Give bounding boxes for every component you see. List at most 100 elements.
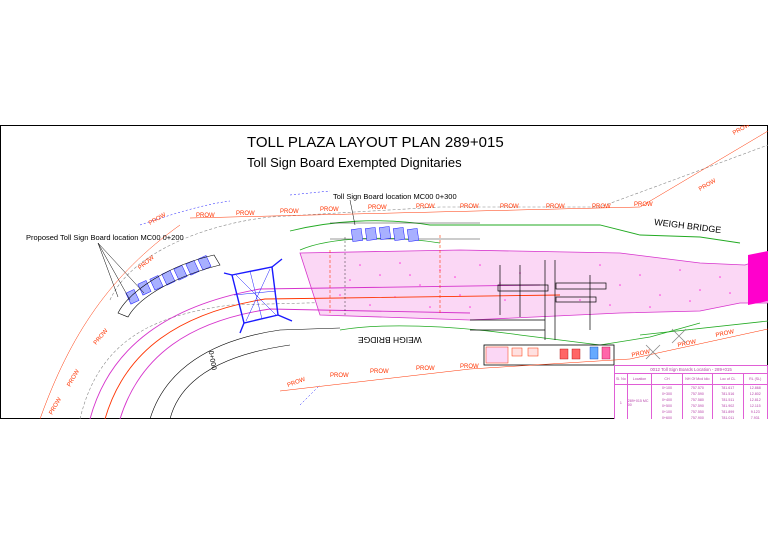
blue-interchange xyxy=(223,258,293,334)
carriageway-edge-inner xyxy=(119,308,471,419)
table-cell: 0+500 xyxy=(661,404,673,408)
leader-line-1 xyxy=(97,242,131,301)
drain-line-3 xyxy=(299,384,321,406)
road-end-block xyxy=(748,251,768,305)
table-header-cell: RL (SL) xyxy=(749,377,762,381)
road-curb-line xyxy=(149,327,341,419)
table-cell: 12.802 xyxy=(749,392,761,396)
table-cell: 7.931 xyxy=(750,416,760,419)
drain-line-1 xyxy=(139,200,231,226)
table-cell: 781.011 xyxy=(721,416,735,419)
sign-board-cluster-300 xyxy=(350,226,420,242)
table-cell-location: 289+015 MC 00 xyxy=(628,385,653,419)
prow-label: PROW xyxy=(287,377,307,389)
table-cell: 12.115 xyxy=(749,404,761,408)
green-line-right xyxy=(639,320,768,336)
table-title: 0012 Toll Sign Boards Location - 289+015 xyxy=(615,366,767,374)
row-boundary-top xyxy=(109,144,768,301)
prow-label: PROW xyxy=(280,209,299,215)
drawing-sheet: PROW PROW PROW PROW PROW PROW PROW PROW … xyxy=(0,125,768,419)
hatch-dots xyxy=(339,262,731,308)
prow-label: PROW xyxy=(330,373,349,379)
prow-label: PROW xyxy=(500,204,519,210)
table-cell: 0+100 xyxy=(661,386,673,390)
prow-label: PROW xyxy=(460,204,479,210)
prow-label: PROW xyxy=(236,211,255,217)
green-line-top xyxy=(289,220,741,244)
green-line-bottom xyxy=(339,322,701,346)
prow-label: PROW xyxy=(368,205,387,211)
sign-board-outline-left xyxy=(117,254,221,318)
prow-label: PROW xyxy=(698,178,717,193)
table-column-loc: 781.617 781.516 781.511 781.902 781.899 781.0… xyxy=(713,385,744,419)
board-300-label: Toll Sign Board location MC00 0+300 xyxy=(333,192,457,201)
prow-label: PROW xyxy=(460,364,479,370)
tree-markers xyxy=(645,328,687,360)
proposed-board-label: Proposed Toll Sign Board location MC00 0… xyxy=(26,233,184,242)
table-cell: 781.617 xyxy=(721,386,735,390)
prow-line-top xyxy=(189,130,768,219)
prow-label: PROW xyxy=(631,349,651,359)
weigh-bridge-label-mirrored: WEIGH BRIDGE xyxy=(358,335,422,345)
table-cell: 757.900 xyxy=(690,416,704,419)
prow-label: PROW xyxy=(67,369,82,388)
table-cell: 9.123 xyxy=(750,410,760,414)
prow-label: PROW xyxy=(93,328,110,346)
page-subtitle: Toll Sign Board Exempted Dignitaries xyxy=(247,155,462,170)
table-header-cell: Location xyxy=(628,374,653,384)
table-cell: 781.902 xyxy=(721,404,735,408)
table-cell: 781.899 xyxy=(721,410,735,414)
table-column-ch: 0+100 0+300 0+400 0+500 0+100 0+600 xyxy=(652,385,683,419)
road-curb-line-2 xyxy=(169,344,291,419)
table-cell: 757.570 xyxy=(690,386,704,390)
table-cell: 1 xyxy=(619,401,622,405)
table-header-cell: Sl. No xyxy=(615,374,628,384)
prow-label: PROW xyxy=(546,204,565,210)
table-cell: 0+100 xyxy=(661,410,673,414)
centre-line xyxy=(104,294,561,419)
leader-line-3 xyxy=(97,242,145,294)
prow-line-bottom xyxy=(279,328,768,392)
table-cell: 0+400 xyxy=(661,398,673,402)
toll-lanes xyxy=(470,260,607,340)
prow-label: PROW xyxy=(49,397,64,416)
table-cell: 289+015 MC 00 xyxy=(627,399,649,407)
table-cell: 757.580 xyxy=(690,398,704,402)
prow-label: PROW xyxy=(416,366,435,372)
prow-label: PROW xyxy=(370,369,389,375)
leader-line-2 xyxy=(97,242,119,298)
table-column-nh: 757.570 757.590 757.580 757.590 757.550 757.9… xyxy=(683,385,714,419)
page-title: TOLL PLAZA LAYOUT PLAN 289+015 xyxy=(247,134,504,151)
table-cell: 781.516 xyxy=(721,392,735,396)
table-header-cell: CH xyxy=(652,374,683,384)
table-column-rl: 12.868 12.802 12.812 12.115 9.123 7.931 xyxy=(744,385,768,419)
carriageway-edge-outer xyxy=(89,284,541,419)
prow-label: PROW xyxy=(732,125,751,137)
drain-line-2 xyxy=(289,190,331,196)
table-cell: 757.590 xyxy=(690,404,704,408)
prow-label: PROW xyxy=(592,204,611,210)
prow-label: PROW xyxy=(148,212,167,227)
prow-line-left xyxy=(39,224,181,419)
table-cell: 0+600 xyxy=(661,416,673,419)
prow-label: PROW xyxy=(416,204,435,210)
table-cell-slno: 1 xyxy=(615,385,628,419)
prow-label: PROW xyxy=(677,339,697,349)
layout-drawing: PROW PROW PROW PROW PROW PROW PROW PROW … xyxy=(0,125,768,419)
prow-label: PROW xyxy=(320,207,339,213)
table-header-cell: NH Of Mcd kilo xyxy=(683,374,714,384)
leader-line-4 xyxy=(349,199,356,226)
table-cell: 757.550 xyxy=(690,410,704,414)
table-cell: 12.812 xyxy=(749,398,761,402)
table-cell: 781.511 xyxy=(721,398,735,402)
sign-board-location-table: 0012 Toll Sign Boards Location - 289+015… xyxy=(614,365,768,419)
table-cell: 12.868 xyxy=(749,386,761,390)
prow-label: PROW xyxy=(715,329,735,339)
table-cell: 0+300 xyxy=(661,392,673,396)
toll-office-building xyxy=(483,344,615,366)
sign-board-cluster-left xyxy=(125,255,212,305)
table-header-cell: Loc of CL xyxy=(713,374,744,384)
table-cell: 757.590 xyxy=(690,392,704,396)
prow-label: PROW xyxy=(196,213,215,219)
